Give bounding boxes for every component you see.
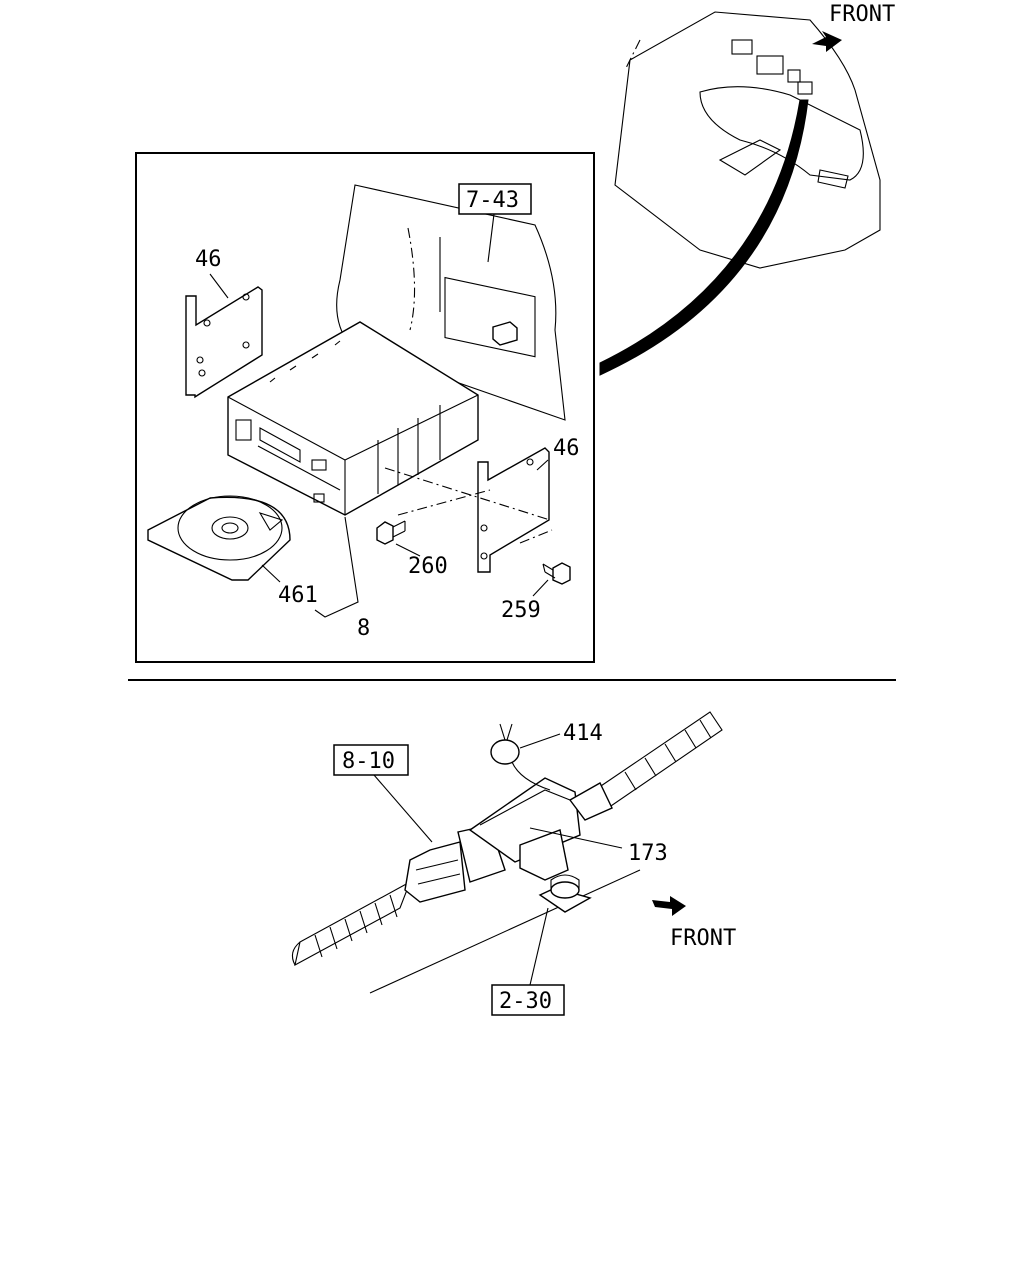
vehicle-interior-view (614, 11, 881, 269)
ref-label-8-10: 8-10 (342, 749, 395, 774)
clip-414-label: 414 (563, 721, 603, 746)
ref-label-7-43: 7-43 (466, 188, 519, 213)
front-label-top: FRONT (829, 2, 895, 27)
dashboard-panel (336, 184, 566, 421)
ref-box-7-43: 7-43 (458, 183, 532, 263)
unit-8-label: 8 (357, 616, 370, 641)
ref-box-2-30: 2-30 (491, 907, 565, 1016)
clamp-173-label: 173 (628, 841, 668, 866)
front-label-bottom: FRONT (670, 926, 736, 951)
conduit-right (568, 711, 723, 821)
indicator-band (599, 99, 809, 376)
bolt-259-label: 259 (501, 598, 541, 623)
conduit-left (291, 880, 412, 967)
front-arrow-top: FRONT (812, 2, 895, 52)
detail-frame (135, 152, 595, 663)
ref-box-8-10: 8-10 (333, 744, 433, 843)
bracket-right: 46 (477, 436, 580, 573)
bolt-260-label: 260 (408, 554, 448, 579)
harness-view: 414 173 (291, 711, 723, 994)
clip-414: 414 (490, 721, 603, 791)
disc-tray-label: 461 (278, 583, 318, 608)
unit-8-callout: 8 (314, 516, 370, 641)
bracket-right-label: 46 (553, 436, 580, 461)
ref-label-2-30: 2-30 (499, 989, 552, 1014)
disc-tray: 461 (147, 495, 318, 608)
bracket-left-label: 46 (195, 247, 222, 272)
front-arrow-bottom: FRONT (652, 896, 736, 951)
bracket-left: 46 (185, 247, 263, 399)
bolt-259: 259 (501, 562, 571, 623)
audio-unit (227, 321, 479, 516)
bolt-260: 260 (376, 520, 448, 579)
